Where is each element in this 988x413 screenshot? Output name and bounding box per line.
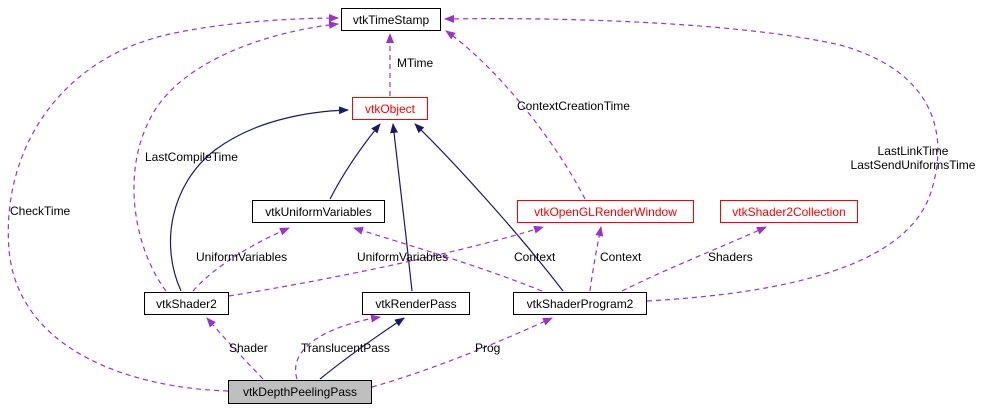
- edge-contextcreationtime: [445, 30, 586, 200]
- edge-label-uniformvariables-mid: UniformVariables: [357, 250, 449, 264]
- edge-label-mtime: MTime: [397, 56, 434, 70]
- edge-label-contextcreationtime: ContextCreationTime: [517, 99, 630, 113]
- edge-translucentpass: [295, 314, 381, 380]
- edge-label-shader: Shader: [229, 341, 268, 355]
- node-vtkTimeStamp[interactable]: vtkTimeStamp: [341, 8, 441, 31]
- node-vtkObject[interactable]: vtkObject: [352, 97, 428, 120]
- edge-shader: [206, 317, 264, 380]
- edge-label-lastlinktime-line2: LastSendUniformsTime: [850, 158, 976, 172]
- edge-label-translucentpass: TranslucentPass: [301, 341, 390, 355]
- edge-label-lastlinktime: LastLinkTime LastSendUniformsTime: [843, 144, 983, 172]
- edge-shaders: [621, 226, 767, 292]
- edge-label-lastcompiletime: LastCompileTime: [145, 150, 238, 164]
- edge-label-shaders: Shaders: [708, 250, 753, 264]
- edge-label-lastlinktime-line1: LastLinkTime: [877, 144, 949, 158]
- edge-label-uniformvariables-left: UniformVariables: [196, 250, 288, 264]
- edge-uniformvariables-shader2: [192, 227, 290, 292]
- edge-inherit-vtkRenderPass-vtkObject: [390, 123, 413, 292]
- edge-uniformvariables-shaderprogram2: [353, 226, 543, 292]
- edge-checktime: [7, 14, 339, 392]
- edge-lastcompiletime: [133, 20, 339, 292]
- node-vtkUniformVariables[interactable]: vtkUniformVariables: [252, 200, 385, 223]
- edge-prog: [371, 317, 553, 388]
- node-vtkRenderPass[interactable]: vtkRenderPass: [362, 292, 470, 315]
- edge-label-prog: Prog: [475, 341, 501, 355]
- edge-context-shader2: [228, 225, 544, 297]
- edge-lastlinktime: [444, 14, 939, 302]
- edge-inherit-vtkUniformVariables-vtkObject: [329, 123, 381, 200]
- edge-label-context-right: Context: [600, 250, 642, 264]
- node-vtkShader2[interactable]: vtkShader2: [144, 292, 229, 315]
- edge-inherit-vtkShaderProgram2-vtkObject: [414, 123, 564, 292]
- edge-inherit-vtkDepthPeelingPass-vtkRenderPass: [319, 317, 405, 380]
- node-vtkDepthPeelingPass: vtkDepthPeelingPass: [228, 380, 372, 404]
- node-vtkShader2Collection[interactable]: vtkShader2Collection: [720, 200, 858, 223]
- edge-label-context-left: Context: [514, 250, 556, 264]
- edge-inherit-vtkShader2-vtkObject: [169, 106, 349, 292]
- edge-label-checktime: CheckTime: [10, 204, 71, 218]
- node-vtkOpenGLRenderWindow[interactable]: vtkOpenGLRenderWindow: [517, 200, 694, 223]
- node-vtkShaderProgram2[interactable]: vtkShaderProgram2: [513, 292, 647, 315]
